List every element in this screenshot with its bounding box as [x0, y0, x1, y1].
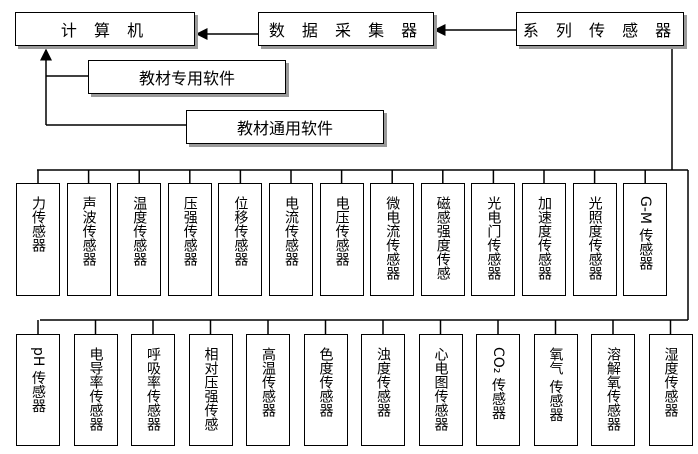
sensor-label: 微电流传感器: [384, 196, 401, 280]
sensor-box: 光电门传感器: [471, 183, 516, 296]
sensor-box: CO₂ 传感器: [476, 334, 520, 446]
sensor-label: pH 传感器: [30, 347, 46, 413]
sensor-label: 高温传感器: [260, 347, 276, 417]
sensor-box: 心电图传感器: [418, 334, 463, 446]
sensor-box: 色度传感器: [303, 334, 348, 446]
sensor-label: 心电图传感器: [432, 347, 449, 431]
sensor-label: 呼吸率传感器: [145, 347, 161, 431]
computer-label: 计 算 机: [60, 21, 150, 40]
sensor-label: 加速度传感器: [536, 196, 552, 280]
sensor-box: 溶解氧传感器: [591, 334, 635, 446]
sensor-label: 磁感强度传感: [434, 196, 451, 280]
sensor-label: 溶解氧传感器: [605, 347, 621, 431]
sensor-box: 浊度传感器: [361, 334, 405, 446]
sensor-label: 光电门传感器: [485, 196, 502, 280]
sensor-label: CO₂ 传感器: [490, 347, 506, 420]
sensor-box: 电压传感器: [319, 183, 364, 296]
sensor-label: 浊度传感器: [375, 347, 391, 417]
sensor-box: 声波传感器: [66, 183, 111, 296]
data-collector-label: 数 据 采 集 器: [268, 21, 424, 40]
sensor-box: 光照度传感器: [572, 183, 617, 296]
sensor-box: pH 传感器: [16, 334, 60, 446]
sensor-label: 位移传感器: [232, 196, 249, 266]
sensor-label: 电导率传感器: [87, 347, 104, 431]
sensor-label: 相对压强传感: [202, 347, 219, 431]
sensor-label: 湿度传感器: [662, 347, 679, 417]
general-software-label: 教材通用软件: [236, 119, 333, 138]
sensor-label: G-M 传感器: [637, 196, 654, 271]
sensor-box: 力传感器: [16, 183, 60, 296]
sensor-box: 微电流传感器: [370, 183, 415, 296]
sensor-box: 压强传感器: [167, 183, 212, 296]
sensor-box: 温度传感器: [117, 183, 162, 296]
special-software-box: 教材专用软件: [88, 60, 286, 94]
sensor-box: 磁感强度传感: [420, 183, 465, 296]
sensor-label: 力传感器: [30, 196, 46, 252]
sensor-box: 呼吸率传感器: [131, 334, 175, 446]
sensor-series-label: 系 列 传 感 器: [522, 21, 678, 40]
sensor-label: 电流传感器: [283, 196, 299, 266]
sensor-label: 氧气 传感器: [547, 347, 564, 422]
sensor-series-box: 系 列 传 感 器: [516, 12, 684, 46]
sensor-box: G-M 传感器: [623, 183, 668, 296]
sensor-label: 色度传感器: [317, 347, 334, 417]
general-software-box: 教材通用软件: [186, 110, 384, 144]
sensor-box: 电导率传感器: [73, 334, 118, 446]
sensor-box: 位移传感器: [218, 183, 263, 296]
sensor-label: 电压传感器: [333, 196, 350, 266]
data-collector-box: 数 据 采 集 器: [258, 12, 434, 46]
sensor-label: 压强传感器: [181, 196, 198, 266]
computer-box: 计 算 机: [15, 12, 195, 46]
sensor-box: 高温传感器: [246, 334, 290, 446]
sensor-label: 声波传感器: [80, 196, 97, 266]
special-software-label: 教材专用软件: [138, 69, 235, 88]
sensor-label: 光照度传感器: [586, 196, 603, 280]
sensor-box: 氧气 传感器: [533, 334, 578, 446]
sensor-box: 湿度传感器: [648, 334, 693, 446]
sensor-box: 相对压强传感: [188, 334, 233, 446]
sensor-label: 温度传感器: [131, 196, 148, 266]
sensor-box: 电流传感器: [269, 183, 313, 296]
sensor-box: 加速度传感器: [522, 183, 566, 296]
